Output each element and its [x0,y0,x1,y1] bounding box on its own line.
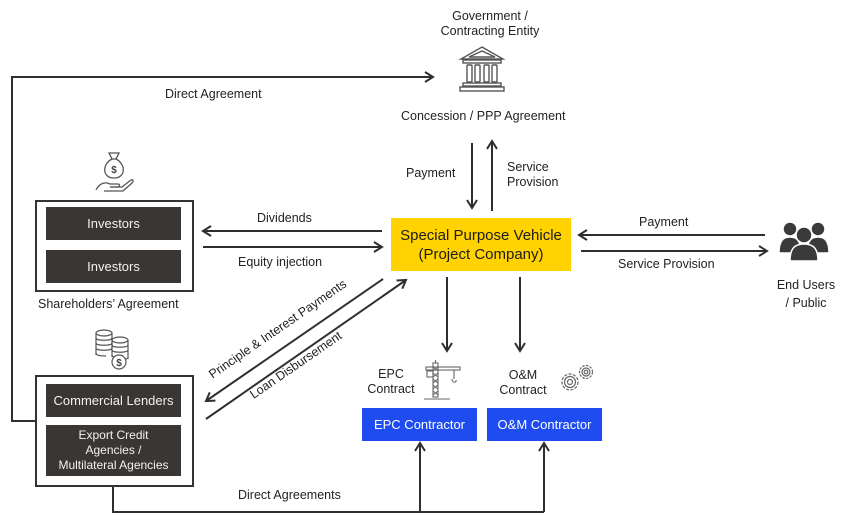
shareholders-agreement-label: Shareholders’ Agreement [38,297,179,311]
om-contract-label: O&M Contract [494,368,552,398]
investor-box-1[interactable]: Investors [46,207,181,240]
direct-agreement-arrow [11,71,435,422]
gov-service-label: Service Provision [507,160,558,190]
epc-contract-label: EPC Contract [363,367,419,397]
enduser-payment-label: Payment [639,215,689,229]
construction-crane-icon [424,360,461,400]
disbursement-arrow [205,278,408,420]
enduser-service-label: Service Provision [618,257,715,271]
gears-icon [561,364,594,391]
end-users-label: End Users / Public [773,276,839,312]
users-group-icon [779,221,829,262]
epc-contractor-box[interactable]: EPC Contractor [362,408,477,441]
investor-box-2[interactable]: Investors [46,250,181,283]
spv-line1: Special Purpose Vehicle [400,226,562,244]
epc-contract-line2: Contract [367,382,415,396]
spv-box[interactable]: Special Purpose Vehicle (Project Company… [391,218,571,271]
eca-line1: Export Credit [78,428,149,442]
coin-stacks-icon: $ [95,329,129,370]
dividends-label: Dividends [257,211,312,225]
direct-agreements-label: Direct Agreements [238,488,341,502]
gov-payment-label: Payment [406,166,456,180]
gov-service-line1: Service [507,160,549,174]
end-users-line1: End Users [776,278,836,292]
epc-contract-line1: EPC [378,367,404,381]
government-title-line1: Government / [452,9,528,23]
money-bag-hand-icon: $ [95,152,134,192]
om-contract-line2: Contract [499,383,547,397]
eca-line2: Agencies / [85,443,142,457]
spv-line2: (Project Company) [418,245,544,263]
commercial-lenders-box[interactable]: Commercial Lenders [46,384,181,417]
concession-agreement-label: Concession / PPP Agreement [401,109,566,123]
repayment-arrow [204,278,384,403]
eca-line3: Multilateral Agencies [58,458,169,472]
direct-agreement-label: Direct Agreement [165,87,262,101]
svg-text:$: $ [111,165,117,176]
om-contract-line1: O&M [508,368,538,382]
government-title: Government / Contracting Entity [420,9,560,39]
eca-multilateral-box[interactable]: Export Credit Agencies / Multilateral Ag… [46,425,181,476]
gov-service-line2: Provision [507,175,559,189]
end-users-line2: / Public [785,296,827,310]
government-title-line2: Contracting Entity [440,24,540,38]
equity-injection-label: Equity injection [238,255,323,269]
government-building-icon [458,46,506,92]
om-contractor-box[interactable]: O&M Contractor [487,408,602,441]
direct-agreements-line [112,476,544,513]
svg-text:$: $ [116,358,122,369]
